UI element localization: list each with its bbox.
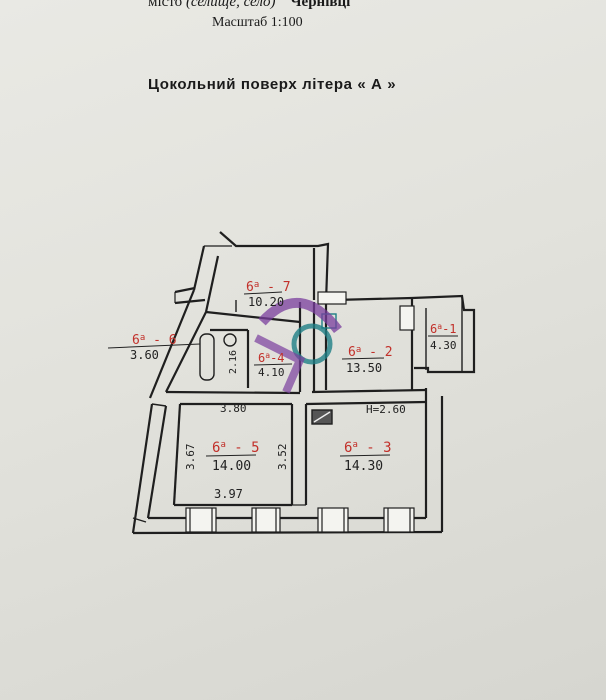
dim-room5-top: 3.80 <box>220 402 247 415</box>
room-2-area: 13.50 <box>346 361 382 375</box>
settlement-options: (селище, село) <box>185 0 276 10</box>
dim-room5-right: 3.52 <box>276 444 289 471</box>
room-3-code: 6а - 3 <box>344 440 392 456</box>
room-7-area: 10.20 <box>248 295 284 309</box>
room-6-area: 3.60 <box>130 348 159 362</box>
walls <box>131 231 476 535</box>
room-5-area: 14.00 <box>212 459 251 474</box>
windows <box>185 291 415 533</box>
plan-title: Цокольний поверх літера « А » <box>148 76 397 93</box>
room-5-code: 6а - 5 <box>212 440 260 456</box>
watermark-stamp <box>254 297 342 394</box>
dimension-labels: 3.80 3.97 3.67 3.52 2.16 H=2.60 <box>184 350 406 501</box>
settlement-prefix: місто <box>148 0 183 10</box>
room-3-area: 14.30 <box>344 459 383 474</box>
room-7-code: 6а - 7 <box>246 280 291 295</box>
dim-bathroom: 2.16 <box>228 350 239 374</box>
room-6-code: 6а - 6 <box>132 333 177 348</box>
city-name: Чернівці <box>290 0 351 10</box>
room-1-code: 6а-1 <box>430 322 457 336</box>
room-labels: 6а - 7 10.20 6а - 6 3.60 6а-4 4.10 6а - … <box>107 280 458 474</box>
room-4-area: 4.10 <box>258 366 285 379</box>
dim-room5-left: 3.67 <box>184 444 197 471</box>
room-2-code: 6а - 2 <box>348 345 393 360</box>
room-1-area: 4.30 <box>430 339 457 352</box>
city-line: місто (селище, село) Чернівці <box>148 0 350 11</box>
ceiling-height: H=2.60 <box>366 403 406 416</box>
dim-room5-bottom: 3.97 <box>214 487 243 501</box>
scale-label: Масштаб 1:100 <box>212 15 303 30</box>
fixtures <box>132 300 337 523</box>
room-4-code: 6а-4 <box>258 351 285 365</box>
